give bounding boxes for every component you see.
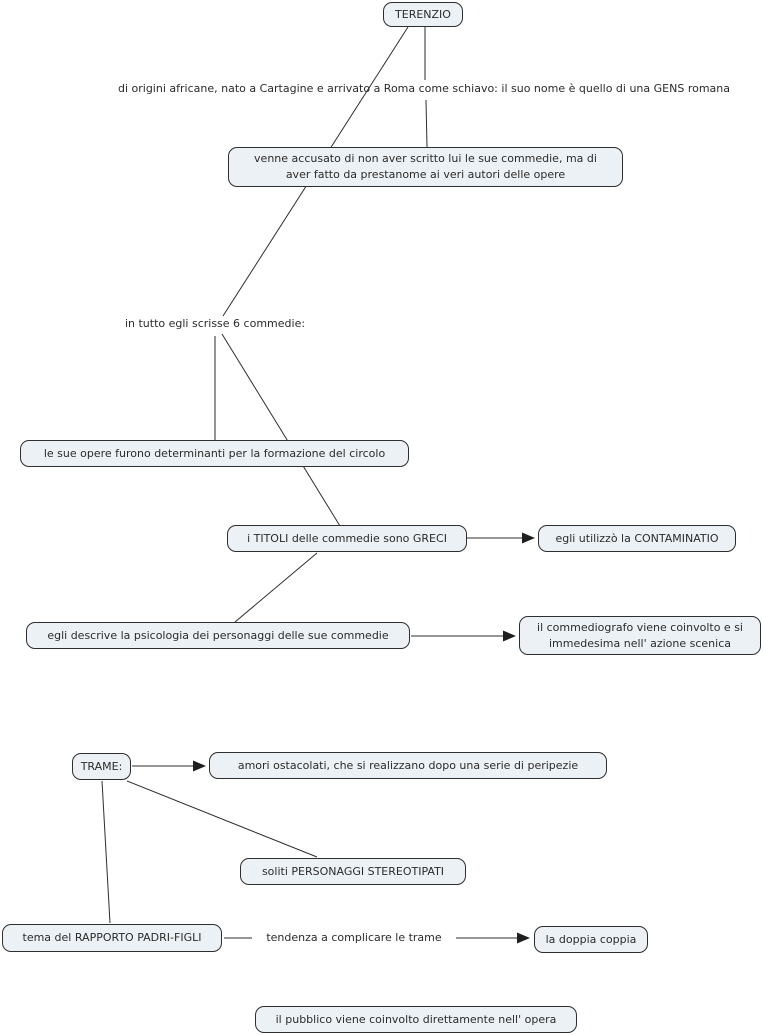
node-opere-circolo[interactable]: le sue opere furono determinanti per la … (20, 440, 409, 467)
phrase-sei-commedie[interactable]: in tutto egli scrisse 6 commedie: (124, 317, 306, 330)
node-psicologia-label: egli descrive la psicologia dei personag… (47, 628, 389, 642)
arrowhead-contaminatio (522, 532, 535, 544)
arrowhead-doppia-coppia (517, 932, 530, 944)
edge-titoli-psicologia (234, 552, 318, 623)
node-venne-accusato-line1: venne accusato di non aver scritto lui l… (254, 152, 597, 165)
node-titoli-greci[interactable]: i TITOLI delle commedie sono GRECI (227, 525, 467, 552)
node-contaminatio[interactable]: egli utilizzò la CONTAMINATIO (538, 525, 736, 552)
arrowhead-commediografo (503, 630, 516, 642)
node-commediografo-line2: immedesima nell' azione scenica (548, 636, 731, 650)
node-commediografo-line1: il commediografo viene coinvolto e si (537, 620, 743, 634)
node-amori-ostacolati-label: amori ostacolati, che si realizzano dopo… (237, 758, 579, 772)
node-venne-accusato[interactable]: venne accusato di non aver scritto lui l… (228, 147, 623, 187)
node-doppia-coppia-label: la doppia coppia (545, 932, 637, 946)
node-psicologia[interactable]: egli descrive la psicologia dei personag… (26, 622, 410, 649)
node-personaggi-stereotipati[interactable]: soliti PERSONAGGI STEREOTIPATI (240, 858, 466, 885)
node-trame[interactable]: TRAME: (72, 753, 131, 780)
edge-trame-personaggi (126, 780, 318, 858)
edge-origini-venne-accusato (425, 99, 428, 148)
edge-trame-padri-figli (101, 780, 111, 924)
edge-sei-commedie-titoli (221, 333, 341, 527)
node-pubblico-coinvolto-label: il pubblico viene coinvolto direttamente… (275, 1012, 557, 1026)
node-contaminatio-label: egli utilizzò la CONTAMINATIO (555, 531, 719, 545)
node-trame-label: TRAME: (80, 759, 123, 773)
node-opere-circolo-label: le sue opere furono determinanti per la … (43, 446, 386, 460)
node-doppia-coppia[interactable]: la doppia coppia (534, 926, 648, 953)
arrowhead-amori (193, 760, 206, 772)
node-rapporto-padri-figli-label: tema del RAPPORTO PADRI-FIGLI (22, 931, 202, 944)
phrase-tendenza[interactable]: tendenza a complicare le trame (266, 931, 442, 944)
node-amori-ostacolati[interactable]: amori ostacolati, che si realizzano dopo… (209, 752, 607, 779)
node-commediografo[interactable]: il commediografo viene coinvolto e si im… (519, 616, 761, 655)
node-pubblico-coinvolto[interactable]: il pubblico viene coinvolto direttamente… (255, 1006, 577, 1033)
node-rapporto-padri-figli[interactable]: tema del RAPPORTO PADRI-FIGLI (2, 924, 222, 952)
node-terenzio-label: TERENZIO (395, 7, 451, 21)
node-terenzio[interactable]: TERENZIO (383, 2, 463, 27)
phrase-origini[interactable]: di origini africane, nato a Cartagine e … (117, 82, 731, 95)
node-personaggi-stereotipati-label: soliti PERSONAGGI STEREOTIPATI (261, 864, 445, 878)
node-titoli-greci-label: i TITOLI delle commedie sono GRECI (247, 531, 447, 545)
node-venne-accusato-line2: aver fatto da prestanome ai veri autori … (285, 168, 566, 181)
